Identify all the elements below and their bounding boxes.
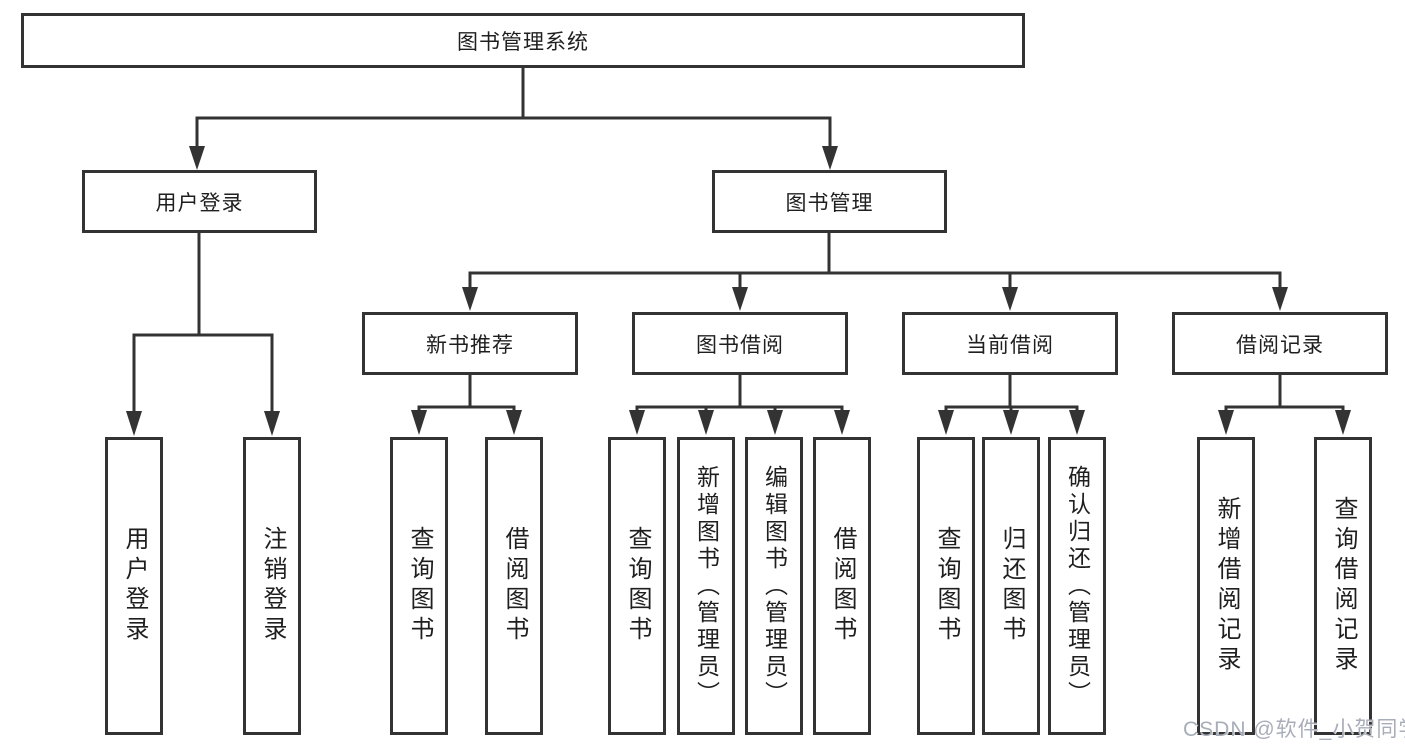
- leaf-query-books-borrow-label: 查询图书: [624, 526, 651, 646]
- node-new-book-recommend: 新书推荐: [362, 312, 578, 375]
- arrow-to-manage: [822, 146, 838, 170]
- leaf-query-books-recommend-label: 查询图书: [406, 526, 433, 646]
- leaf-query-books-borrow: 查询图书: [608, 437, 666, 735]
- arrow-leaf-4c: [1069, 410, 1085, 435]
- arrow-to-record: [1272, 287, 1288, 311]
- connector-record-bar: [1224, 405, 1345, 412]
- arrow-to-login: [189, 146, 205, 170]
- leaf-logout-label: 注销登录: [259, 526, 286, 646]
- leaf-add-borrow-record-label: 新增借阅记录: [1213, 496, 1240, 676]
- node-book-management-label: 图书管理: [785, 191, 874, 215]
- node-user-login: 用户登录: [82, 170, 317, 233]
- node-root-system: 图书管理系统: [21, 13, 1025, 68]
- arrow-to-leaf-logout: [264, 411, 280, 436]
- leaf-return-books-label: 归还图书: [998, 526, 1025, 646]
- arrow-leaf-2b: [506, 410, 522, 435]
- leaf-edit-books-admin-label: 编辑图书（管理员）: [761, 464, 788, 708]
- arrow-to-newrec: [462, 287, 478, 311]
- arrow-leaf-3b: [698, 410, 714, 435]
- leaf-query-books-recommend: 查询图书: [390, 437, 448, 735]
- connector-manage-bar: [468, 271, 1282, 289]
- leaf-borrow-books-recommend: 借阅图书: [485, 437, 543, 735]
- connector-paths: [132, 66, 1345, 413]
- node-current-borrow-label: 当前借阅: [966, 333, 1054, 357]
- leaf-query-borrow-record: 查询借阅记录: [1314, 437, 1372, 735]
- connector-login-bar: [132, 333, 274, 413]
- arrow-leaf-3c: [767, 410, 783, 435]
- leaf-logout: 注销登录: [243, 437, 301, 735]
- arrowheads: [126, 146, 1351, 436]
- leaf-return-books: 归还图书: [982, 437, 1040, 735]
- connector-root-bar: [195, 116, 832, 149]
- connector-newrec-bar: [417, 405, 516, 412]
- arrow-to-leaf-userlogin: [126, 411, 142, 436]
- leaf-query-books-current-label: 查询图书: [933, 526, 960, 646]
- node-book-management: 图书管理: [712, 170, 947, 233]
- leaf-user-login: 用户登录: [105, 437, 163, 735]
- leaf-add-borrow-record: 新增借阅记录: [1197, 437, 1255, 735]
- arrow-leaf-4b: [1003, 410, 1019, 435]
- arrow-leaf-4a: [938, 410, 954, 435]
- arrow-leaf-2a: [411, 410, 427, 435]
- leaf-query-books-current: 查询图书: [917, 437, 975, 735]
- arrow-leaf-5b: [1335, 410, 1351, 435]
- connector-borrow-bar: [635, 405, 844, 412]
- leaf-confirm-return-admin: 确认归还（管理员）: [1048, 437, 1106, 735]
- leaf-query-borrow-record-label: 查询借阅记录: [1330, 496, 1357, 676]
- arrow-leaf-3a: [629, 410, 645, 435]
- leaf-confirm-return-admin-label: 确认归还（管理员）: [1064, 464, 1091, 708]
- arrow-leaf-5a: [1218, 410, 1234, 435]
- leaf-edit-books-admin: 编辑图书（管理员）: [745, 437, 803, 735]
- node-borrow-records: 借阅记录: [1172, 312, 1388, 375]
- node-user-login-label: 用户登录: [155, 191, 244, 215]
- node-current-borrow: 当前借阅: [902, 312, 1118, 375]
- leaf-borrow-books: 借阅图书: [813, 437, 871, 735]
- node-borrow-records-label: 借阅记录: [1236, 333, 1324, 357]
- arrow-to-borrow: [732, 287, 748, 311]
- leaf-borrow-books-recommend-label: 借阅图书: [501, 526, 528, 646]
- leaf-add-books-admin-label: 新增图书（管理员）: [693, 464, 720, 708]
- csdn-watermark: CSDN @软件_小贺同学: [1183, 718, 1405, 741]
- node-book-borrow: 图书借阅: [632, 312, 848, 375]
- node-new-book-recommend-label: 新书推荐: [426, 333, 514, 357]
- node-book-borrow-label: 图书借阅: [696, 333, 784, 357]
- node-root-label: 图书管理系统: [457, 30, 589, 54]
- arrow-leaf-3d: [834, 410, 850, 435]
- arrow-to-current: [1002, 287, 1018, 311]
- leaf-add-books-admin: 新增图书（管理员）: [677, 437, 735, 735]
- leaf-borrow-books-label: 借阅图书: [829, 526, 856, 646]
- leaf-user-login-label: 用户登录: [121, 526, 148, 646]
